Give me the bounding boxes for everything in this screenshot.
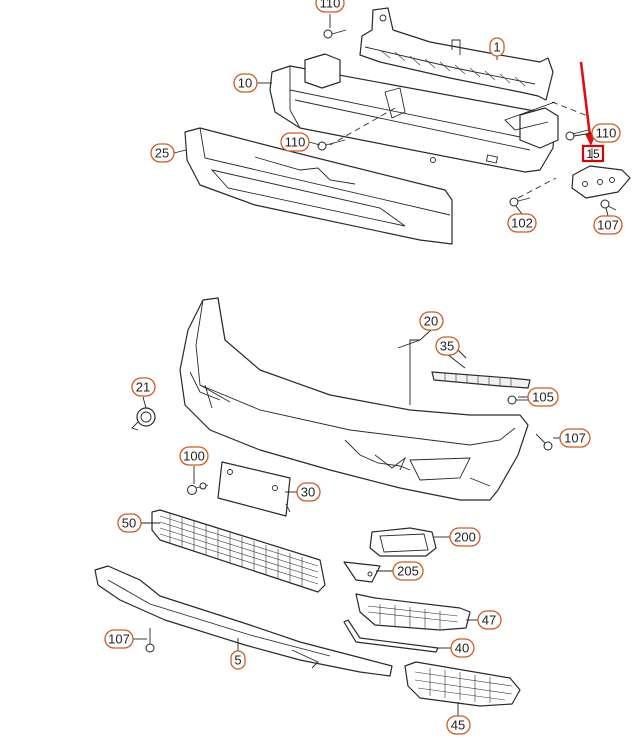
callout-label: 205 xyxy=(397,564,419,579)
callout-label: 10 xyxy=(238,76,252,91)
screw-107-top xyxy=(600,199,617,211)
leader-line xyxy=(397,339,421,349)
callout-105: 105 xyxy=(527,387,559,407)
leader-line xyxy=(173,149,187,154)
leader-line xyxy=(605,207,609,217)
callout-label: 100 xyxy=(183,449,205,464)
impact-beam-part xyxy=(269,53,559,173)
guide-line xyxy=(329,107,396,146)
leader-line xyxy=(446,353,466,369)
callout-50: 50 xyxy=(117,513,142,533)
callout-1: 1 xyxy=(489,37,505,57)
callout-25: 25 xyxy=(150,143,175,163)
lower-spoiler-part xyxy=(94,565,393,677)
callout-label: 110 xyxy=(320,0,341,11)
callout-label: 107 xyxy=(108,632,130,647)
callout-label: 1 xyxy=(493,40,500,55)
callout-45: 45 xyxy=(446,715,471,735)
fog-lamp-housing-part xyxy=(369,527,437,557)
callout-107-top: 107 xyxy=(593,215,623,235)
lower-side-grille-part xyxy=(404,661,521,707)
callout-label: 110 xyxy=(596,126,617,141)
callout-10: 10 xyxy=(233,73,258,93)
highlight-label: 15 xyxy=(586,147,600,161)
callout-label: 45 xyxy=(451,718,465,733)
callout-label: 107 xyxy=(597,218,619,233)
screw-110-right xyxy=(565,129,589,141)
callout-label: 102 xyxy=(511,216,533,231)
fog-trim-part xyxy=(343,561,381,583)
leader-line xyxy=(504,101,556,131)
leader-line xyxy=(409,329,432,405)
energy-absorber-part xyxy=(184,127,453,245)
screw-105 xyxy=(507,395,528,405)
screw-102 xyxy=(509,197,531,207)
callout-21: 21 xyxy=(131,377,156,397)
callout-110-right: 110 xyxy=(591,123,621,143)
guide-line xyxy=(551,101,589,117)
callout-107-right: 107 xyxy=(559,428,591,448)
side-guide-bracket-part xyxy=(571,148,631,199)
clip-100 xyxy=(187,482,209,495)
callout-label: 110 xyxy=(285,135,306,150)
license-plate-holder-part xyxy=(217,461,291,517)
leader-line xyxy=(515,205,523,215)
callout-label: 105 xyxy=(532,390,554,405)
highlight-part-15: 15 xyxy=(579,61,605,163)
tow-cap-part xyxy=(131,407,156,431)
callout-110-middle: 110 xyxy=(280,132,310,152)
callout-5: 5 xyxy=(230,650,246,670)
leader-line xyxy=(573,132,593,137)
callout-label: 40 xyxy=(455,641,469,656)
callout-label: 35 xyxy=(440,339,454,354)
callout-110-top: 110 xyxy=(315,0,345,13)
screw-107-left xyxy=(145,628,155,653)
callout-label: 107 xyxy=(564,431,586,446)
callout-label: 20 xyxy=(424,314,438,329)
callout-label: 21 xyxy=(136,380,150,395)
upper-bracket-part xyxy=(359,7,554,101)
callout-label: 25 xyxy=(155,146,169,161)
screw-110-middle xyxy=(317,139,346,151)
callout-200: 200 xyxy=(449,527,481,547)
center-grille-part xyxy=(151,509,326,593)
screw-107-right xyxy=(535,433,553,451)
callout-label: 47 xyxy=(482,613,496,628)
callout-35: 35 xyxy=(435,336,460,356)
leader-line xyxy=(142,396,147,409)
callout-label: 30 xyxy=(301,485,315,500)
screw-110-top xyxy=(323,14,347,39)
callout-label: 50 xyxy=(122,516,136,531)
callout-107-left: 107 xyxy=(104,629,134,649)
callout-47: 47 xyxy=(477,610,502,630)
callout-205: 205 xyxy=(392,561,424,581)
upper-grille-strip-part xyxy=(431,371,531,389)
callout-label: 200 xyxy=(454,530,476,545)
callout-40: 40 xyxy=(450,638,475,658)
leader-line xyxy=(308,141,321,146)
callout-label: 5 xyxy=(234,653,241,668)
callout-20: 20 xyxy=(419,311,444,331)
callout-30: 30 xyxy=(296,482,321,502)
bumper-cover-part xyxy=(179,297,529,501)
callout-100: 100 xyxy=(179,446,209,466)
side-grille-insert-part xyxy=(355,593,471,631)
guide-line xyxy=(517,177,557,199)
callout-102: 102 xyxy=(507,213,537,233)
